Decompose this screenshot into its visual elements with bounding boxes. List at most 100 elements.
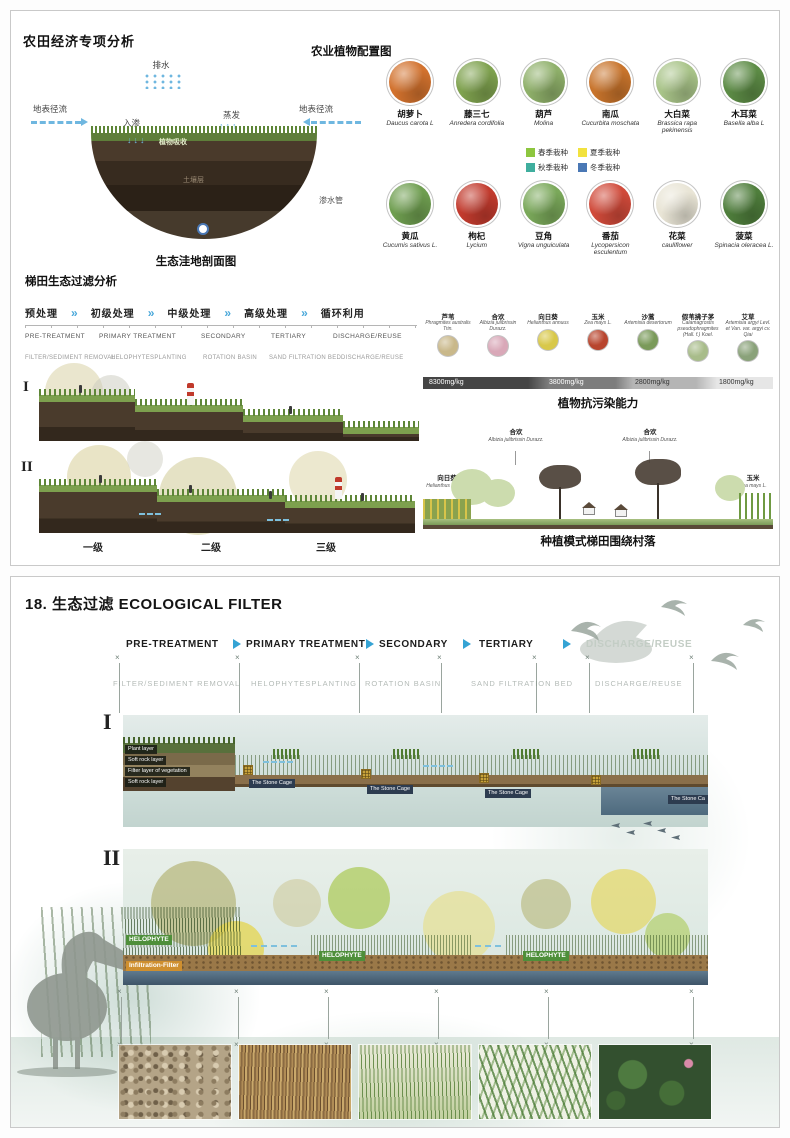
arrow-icon [463,639,471,649]
terrace-step [157,489,285,533]
bird-icon [661,600,687,616]
plant-name-latin: Helianthus annuus [426,482,468,489]
plant-photo [438,335,458,356]
plant-card: 黄瓜 Cucumis sativus L. [379,181,441,257]
plant-name-latin: Spinacia oleracea L. [714,242,774,249]
plant-name-latin: Zea mays L. [584,320,612,326]
stone-cage-icon [243,765,253,775]
plant-photo [588,329,608,350]
large-bird-icon [580,620,652,663]
measure-line [25,325,417,328]
stage-sub-label: DISCHARGE/REUSE [595,679,683,688]
plant-name-cn: 玉米 [746,475,760,482]
stone-cage-label: The Stone Cage [249,779,296,788]
stone-cage-icon [591,775,601,785]
plant-photo-fill [656,61,699,103]
stage-label: TERTIARY [479,639,534,650]
terrace-title: 梯田生态过滤分析 [25,276,117,288]
plant-name-cn: 菠菜 [735,231,753,241]
tree-crown-icon [481,479,515,507]
infiltrate-arrows-icon: ↓↓↓ [127,135,147,145]
plant-name-latin: Brassica rapa pekinensis [657,120,698,135]
measure-line [585,653,590,713]
basin-caption: 生态洼地剖面图 [155,256,237,268]
plant-name-cn: 艾草 [741,314,755,321]
terrace-section-2 [39,441,419,535]
legend-item: 秋季栽种 [526,162,568,173]
plant-name-latin: Lycopersicon esculentum [591,242,630,257]
leader-line [515,451,516,465]
terrace-stages-cn: 预处理 » 初级处理 » 中级处理 » 高级处理 » 循环利用 [25,305,365,321]
water-flow-icon [475,945,501,947]
grass-clump-icon [513,749,539,759]
stage-sub-label: SAND FILTRATION BED [471,679,574,688]
pollution-value: 2800mg/kg [635,379,670,386]
plant-name-cn: 木耳菜 [731,109,757,119]
plant-name-latin: Artemisia desertorum [624,320,672,326]
plant-photo [638,329,658,350]
fish-icon [611,823,620,828]
plant-card: 木耳菜 Basella alba L [713,59,775,135]
stage-cn: 中级处理 [167,309,212,320]
vegetation-band [123,755,708,777]
plant-photo [654,181,701,227]
bare-tree-icon [539,465,581,489]
stage-en: TERTIARY [271,333,307,340]
lighthouse-icon [187,383,194,405]
level-label: 一级 [83,543,103,554]
pollution-gradient-bar: 8300mg/kg 3800mg/kg 2800mg/kg 1800mg/kg [423,377,773,389]
pollution-chart: 芦苇 Phragmites australis Trin. 合欢 Albizia… [423,311,773,411]
plant-photo-fill [522,183,565,225]
plant-name-cn: 南瓜 [601,109,619,119]
plant-photo-fill [656,183,699,225]
pollution-value: 8300mg/kg [429,379,464,386]
plant-photo [587,181,634,227]
terrace-section-1 [39,363,419,447]
person-figure [79,385,82,393]
runoff-arrow-left-icon [31,121,81,124]
plant-photo [520,59,567,105]
plant-name-cn: 假苇拂子茅 [681,314,715,321]
legend-label: 冬季栽种 [590,163,620,172]
measure-line [689,653,694,713]
layer-label: Soft rock layer [125,756,167,765]
fish-icon [643,821,652,826]
legend-label: 夏季栽种 [590,148,620,157]
plant-name-latin: Phragmites australis Trin. [425,320,471,332]
plant-photo-fill [389,183,431,225]
watercolor-blob [591,869,656,934]
roman-numeral-2: II [103,845,121,870]
terrace-step [135,399,243,441]
plant-name-latin: Albizia julibrissin Durazz. [479,320,517,332]
plant-name-cn: 番茄 [601,231,619,241]
plant-name-cn: 向日葵 [538,314,558,321]
legend-swatch [526,148,535,157]
plant-photo [688,341,708,362]
bird-icon [571,621,601,641]
plant-card: 枸杞 Lycium [446,181,508,257]
photo-gravel [119,1045,231,1119]
section-II-diagram: HELOPHYTE HELOPHYTE HELOPHYTE Infiltrati… [123,849,708,985]
legend-label: 春季栽种 [538,148,568,157]
stage-sub-label: FILTER/SEDIMENT REMOVAL [113,679,241,688]
grass-clump-icon [273,749,299,759]
terrace-step [285,495,415,533]
stage-en: SECONDARY [201,333,246,340]
label-pipe: 渗水管 [319,196,343,205]
label-plant-absorb: 植物吸收 [159,139,187,146]
pollution-value: 1800mg/kg [719,379,754,386]
measure-line [689,987,694,1049]
plant-photo [488,335,508,356]
stage-cn: 循环利用 [320,309,365,320]
plant-name-cn: 花菜 [668,231,686,241]
stage-label: PRE-TREATMENT [126,639,219,650]
fish-icon [671,835,680,840]
level-label: 三级 [316,543,336,554]
plant-name-cn: 沙蒿 [641,314,655,321]
plant-name-latin: Helianthus annuus [527,320,569,326]
fish-icon [626,830,635,835]
plant-name-cn: 黄瓜 [401,231,419,241]
arrow-head-right-icon [81,118,88,126]
stage-en: DISCHARGE/REUSE [333,333,402,340]
plant-photo [654,59,701,105]
